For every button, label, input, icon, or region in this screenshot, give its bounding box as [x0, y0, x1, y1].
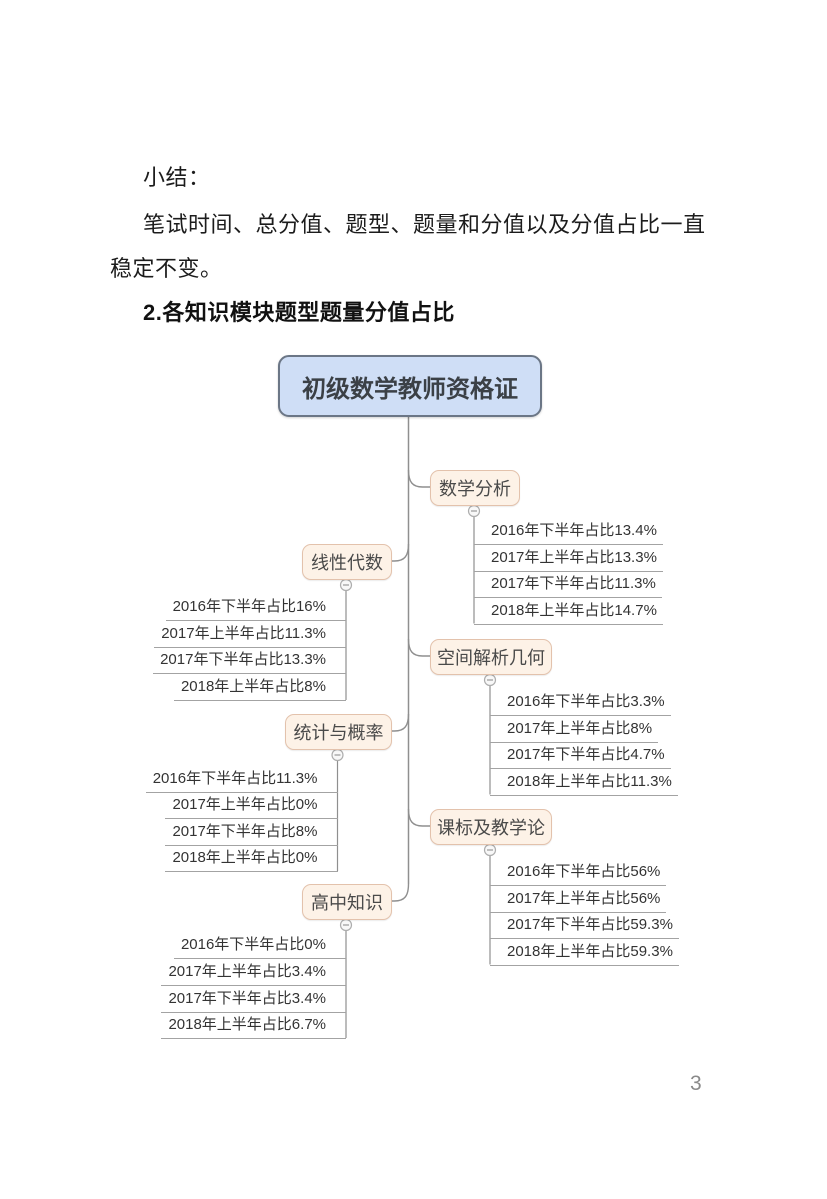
- branch-child-item: 2016年下半年占比13.4%: [474, 518, 663, 545]
- branch-child-item: 2018年上半年占比8%: [173, 674, 346, 701]
- mindmap-root-node: 初级数学教师资格证: [278, 355, 542, 417]
- branch-child-item: 2017年下半年占比8%: [165, 819, 338, 846]
- branch-child-item: 2018年上半年占比59.3%: [490, 939, 679, 966]
- branch-child-item: 2017年上半年占比56%: [490, 886, 667, 913]
- page-number: 3: [690, 1072, 702, 1095]
- branch-child-item: 2017年下半年占比59.3%: [490, 912, 679, 939]
- branch-connector: [407, 808, 430, 827]
- branch-child-item: 2016年下半年占比16%: [165, 594, 346, 621]
- section-heading: 2.各知识模块题型题量分值占比: [143, 300, 455, 325]
- branch-statistics-probability: 统计与概率: [285, 714, 392, 750]
- summary-body-line2: 稳定不变。: [110, 256, 223, 281]
- branch-analytic-geometry: 空间解析几何: [430, 639, 552, 675]
- branch-connector: [407, 638, 430, 657]
- branch-child-item: 2017年上半年占比13.3%: [474, 545, 663, 572]
- branch-connector: [407, 469, 430, 488]
- branch-child-item: 2017年上半年占比8%: [490, 716, 659, 743]
- branch-child-item: 2017年下半年占比11.3%: [474, 571, 662, 598]
- branch-child-item: 2017年上半年占比0%: [165, 792, 338, 819]
- branch-child-item: 2017年下半年占比13.3%: [153, 647, 346, 674]
- summary-label: 小结：: [143, 165, 211, 190]
- branch-child-item: 2017年下半年占比3.4%: [161, 986, 346, 1013]
- collapse-minus-icon: [339, 918, 353, 932]
- branch-connector: [390, 543, 410, 562]
- branch-child-item: 2018年上半年占比0%: [165, 845, 338, 872]
- branch-linear-algebra: 线性代数: [302, 544, 392, 580]
- branch-child-item: 2018年上半年占比14.7%: [474, 598, 663, 625]
- branch-child-item: 2016年下半年占比3.3%: [490, 689, 671, 716]
- branch-child-item: 2017年下半年占比4.7%: [490, 742, 671, 769]
- collapse-minus-icon: [467, 504, 481, 518]
- collapse-minus-icon: [483, 673, 497, 687]
- summary-body-line1: 笔试时间、总分值、题型、题量和分值以及分值占比一直: [143, 212, 706, 237]
- branch-connector: [390, 883, 410, 902]
- branch-curriculum-pedagogy: 课标及教学论: [430, 809, 552, 845]
- branch-child-item: 2016年下半年占比11.3%: [145, 766, 338, 793]
- collapse-minus-icon: [339, 578, 353, 592]
- branch-connector: [390, 713, 410, 732]
- branch-math-analysis: 数学分析: [430, 470, 520, 506]
- collapse-minus-icon: [483, 843, 497, 857]
- branch-high-school: 高中知识: [302, 884, 392, 920]
- branch-child-item: 2016年下半年占比0%: [173, 932, 346, 959]
- branch-child-item: 2017年上半年占比3.4%: [161, 959, 346, 986]
- branch-child-item: 2018年上半年占比6.7%: [161, 1012, 346, 1039]
- collapse-minus-icon: [331, 748, 344, 762]
- branch-child-item: 2017年上半年占比11.3%: [154, 621, 346, 648]
- branch-child-item: 2016年下半年占比56%: [490, 859, 667, 886]
- branch-child-item: 2018年上半年占比11.3%: [490, 769, 678, 796]
